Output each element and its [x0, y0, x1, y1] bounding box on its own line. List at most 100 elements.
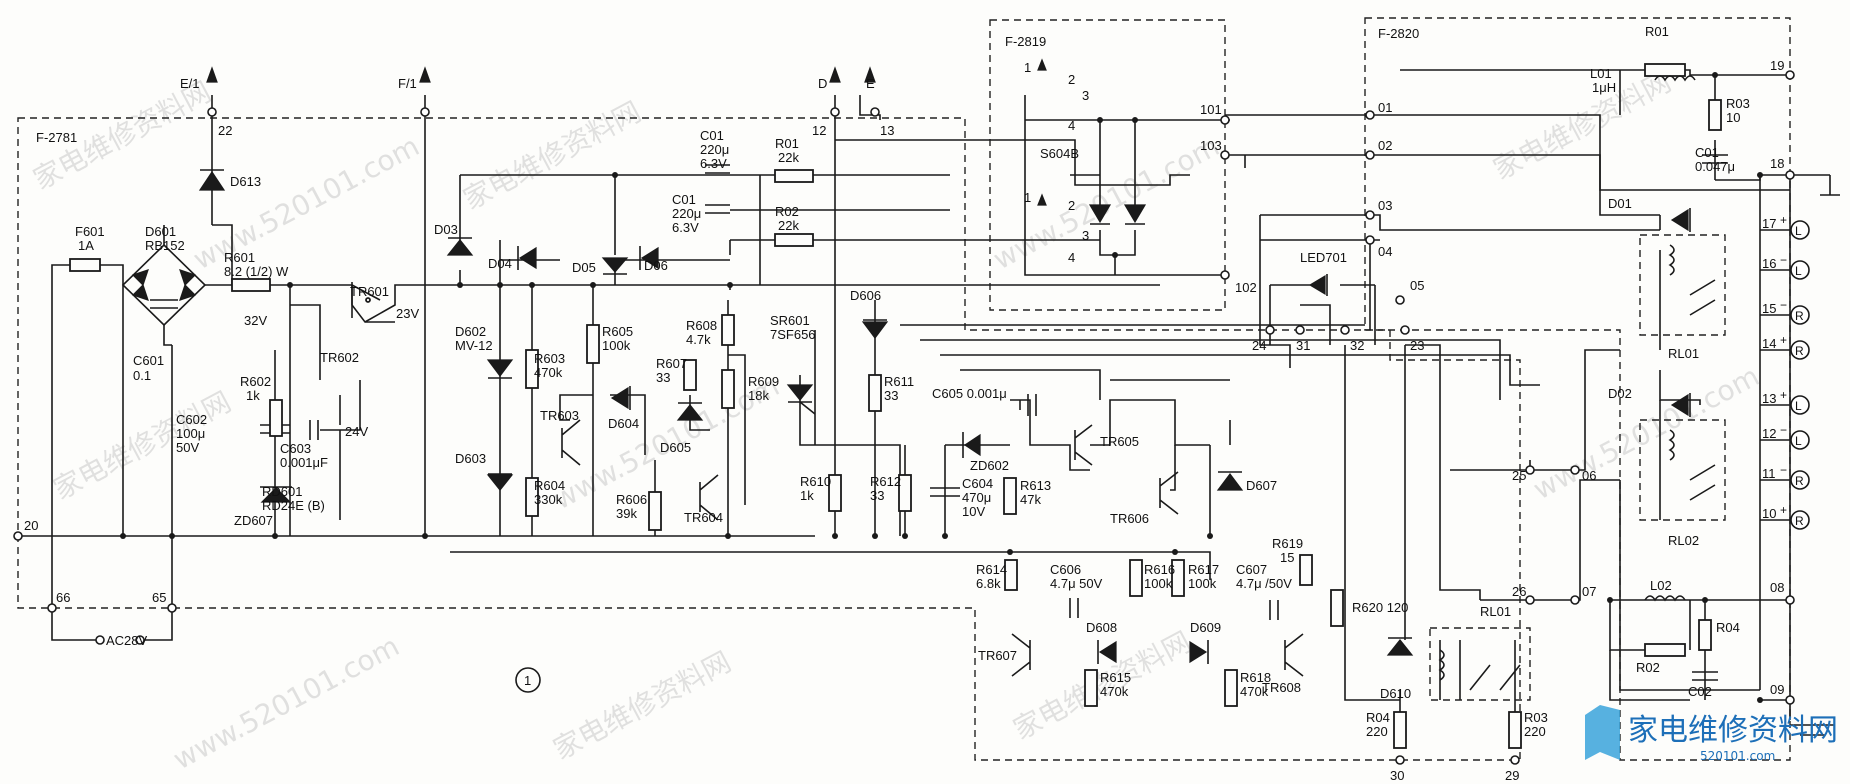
terminal-label: 25 [1512, 468, 1526, 483]
diode-d603 [486, 474, 514, 491]
component-label: 6.8k [976, 576, 1001, 591]
capacitor-c607 [1269, 600, 1279, 620]
terminal-label: 103 [1200, 138, 1222, 153]
resistor-r617 [1171, 559, 1185, 597]
zener-d602 [486, 359, 514, 377]
resistor-r619 [1299, 554, 1313, 586]
relay-rl01-f2820-box [1639, 234, 1726, 336]
component-label: C602 [176, 412, 207, 427]
component-label: 8.2 (1/2) W [224, 264, 289, 279]
component-label: C01 [700, 128, 724, 143]
speaker-mark: L [1795, 434, 1802, 448]
component-label: D605 [660, 440, 691, 455]
diode-d605 [676, 404, 704, 421]
component-label: R607 [656, 356, 687, 371]
component-label: D606 [850, 288, 881, 303]
bridge-diode [179, 283, 197, 301]
diode-d02 [1670, 393, 1689, 417]
component-label: R04 [1366, 710, 1390, 725]
component-label: R609 [748, 374, 779, 389]
terminal-label: 17 [1762, 216, 1776, 231]
watermark-text: 家电维修资料网 [548, 645, 737, 766]
bridge-diode [179, 269, 197, 287]
component-label: RD601 [262, 484, 302, 499]
resistor-r612 [898, 474, 912, 512]
resistor-r618 [1224, 669, 1238, 707]
component-label: D601 [145, 224, 176, 239]
terminal-label: 13 [1762, 391, 1776, 406]
component-label: C02 [1688, 684, 1712, 699]
terminal-label: 14 [1762, 336, 1776, 351]
component-label: D610 [1380, 686, 1411, 701]
component-label: R608 [686, 318, 717, 333]
component-label: ZD602 [970, 458, 1009, 473]
resistor-r611 [868, 374, 882, 412]
component-label: 470k [534, 365, 563, 380]
component-label: R610 [800, 474, 831, 489]
voltage-label: 32V [244, 313, 267, 328]
transistor-tr605 [1074, 424, 1093, 466]
arrow-up-icon [206, 66, 218, 83]
switch-pin-label: 1 [1024, 190, 1031, 205]
diode-d05 [601, 257, 629, 273]
sheet-number: 1 [524, 673, 531, 688]
resistor-r601 [231, 278, 271, 292]
component-label: LED701 [1300, 250, 1347, 265]
component-label: 15 [1280, 550, 1294, 565]
polarity-mark: − [1780, 423, 1787, 437]
component-label: TR608 [1262, 680, 1301, 695]
component-label: R617 [1188, 562, 1219, 577]
scr-sr601 [786, 384, 814, 401]
terminal-label: 102 [1235, 280, 1257, 295]
terminal-label: 65 [152, 590, 166, 605]
component-label: 0.001μF [280, 455, 328, 470]
wiring [18, 69, 1840, 740]
component-label: 470μ [962, 490, 991, 505]
component-label: R620 120 [1352, 600, 1408, 615]
component-label: C605 0.001μ [932, 386, 1007, 401]
resistor-r03-f2820 [1708, 99, 1722, 131]
component-label: D03 [434, 222, 458, 237]
component-label: L02 [1650, 578, 1672, 593]
component-label: R602 [240, 374, 271, 389]
terminal-label: 30 [1390, 768, 1404, 783]
component-label: D604 [608, 416, 639, 431]
component-label: D02 [1608, 386, 1632, 401]
terminal-label: 31 [1296, 338, 1310, 353]
polarity-mark: + [1780, 388, 1787, 402]
terminal-label: 09 [1770, 682, 1784, 697]
block-label-f2781: F-2781 [36, 130, 77, 145]
component-label: RB152 [145, 238, 185, 253]
speaker-mark: R [1795, 344, 1804, 358]
component-label: 7SF656 [770, 327, 816, 342]
component-label: D602 [455, 324, 486, 339]
resistor-r613 [1003, 477, 1017, 515]
diode-d06 [640, 246, 659, 270]
component-label: R605 [602, 324, 633, 339]
resistor-r04-f2820 [1698, 619, 1712, 651]
watermark-url: www.520101.com [1528, 359, 1765, 506]
component-label: TR605 [1100, 434, 1139, 449]
component-label: R03 [1524, 710, 1548, 725]
f2781-boundary [17, 117, 1521, 761]
speaker-terminal-icon [1790, 510, 1810, 530]
switch-labels: 1 2 3 4 S604B 1 2 3 4 [1024, 60, 1089, 265]
component-label: 220 [1366, 724, 1388, 739]
terminal-label: 02 [1378, 138, 1392, 153]
resistor-r605 [586, 324, 600, 364]
terminal-label: 16 [1762, 256, 1776, 271]
component-label: R615 [1100, 670, 1131, 685]
terminal-label: 01 [1378, 100, 1392, 115]
resistor-r602 [269, 399, 283, 437]
terminal-label: 11 [1762, 466, 1776, 481]
component-label: TR607 [978, 648, 1017, 663]
component-label: 10 [1726, 110, 1740, 125]
terminal-label: 10 [1762, 506, 1776, 521]
component-label: R04 [1716, 620, 1740, 635]
terminal-label: 66 [56, 590, 70, 605]
book-logo-icon [1585, 705, 1620, 760]
transistor-tr607 [1011, 633, 1031, 677]
component-labels: F601 1A D601 RB152 C601 0.1 R601 8.2 (1/… [75, 24, 1750, 739]
component-label: 0.047μ [1695, 159, 1735, 174]
